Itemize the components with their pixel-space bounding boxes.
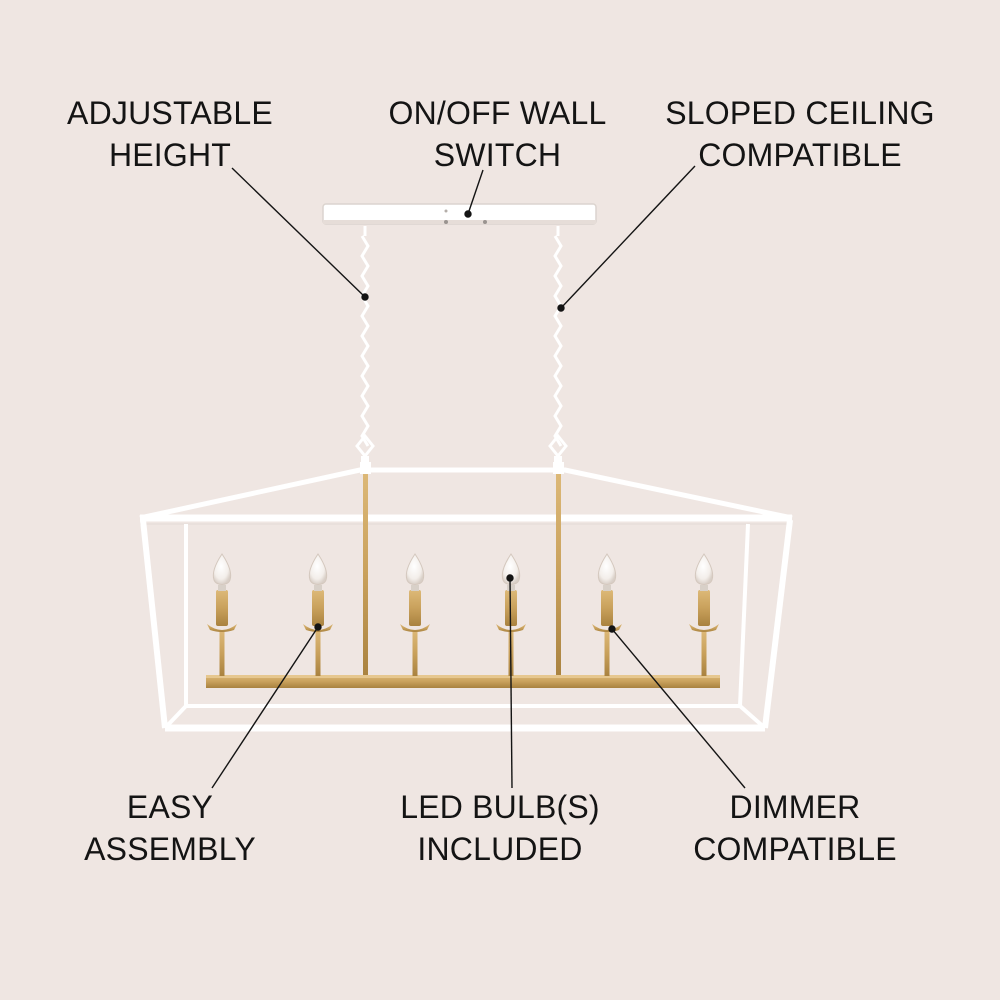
candle-arms [207,553,719,676]
label-line: INCLUDED [417,831,583,867]
leader-easy-assembly [211,626,319,789]
label-line: HEIGHT [108,137,232,173]
candle-5 [592,553,622,676]
ceiling-canopy [322,203,597,225]
label-line: COMPATIBLE [693,831,897,867]
brass-rods [360,462,564,678]
label-line: DIMMER [729,789,861,825]
candle-2 [303,553,333,676]
leader-sloped-ceiling [560,165,696,309]
switch-dot-2 [483,220,487,224]
leader-dimmer [611,628,746,789]
label-line: EASY [126,789,214,825]
label-adjustable-height: ADJUSTABLE HEIGHT [40,92,300,176]
left-chain [355,226,375,470]
candle-6 [689,553,719,676]
label-dimmer-compatible: DIMMER COMPATIBLE [660,786,930,870]
candle-bulb-icon [405,553,425,585]
label-line: COMPATIBLE [698,137,902,173]
candle-1 [207,553,237,676]
label-line: SLOPED CEILING [665,95,935,131]
brass-bar [206,675,720,688]
lantern-frame [139,467,793,732]
label-line: SWITCH [433,137,562,173]
candle-3 [400,553,430,676]
label-wall-switch: ON/OFF WALL SWITCH [360,92,635,176]
right-chain [548,226,568,470]
label-line: ON/OFF WALL [388,95,607,131]
leader-led-bulbs [509,577,513,789]
candle-bulb-icon [694,553,714,585]
callout-lines [211,165,746,789]
switch-dot-1 [444,220,448,224]
label-line: LED BULB(S) [400,789,600,825]
label-sloped-ceiling: SLOPED CEILING COMPATIBLE [640,92,960,176]
candle-bulb-icon [308,553,328,585]
label-line: ASSEMBLY [84,831,256,867]
label-led-bulbs: LED BULB(S) INCLUDED [370,786,630,870]
label-line: ADJUSTABLE [67,95,273,131]
leader-adjustable-height [231,167,366,298]
label-easy-assembly: EASY ASSEMBLY [60,786,280,870]
leader-wall-switch [467,169,484,215]
candle-bulb-icon [212,553,232,585]
switch-dot-3 [444,209,448,213]
candle-bulb-icon [597,553,617,585]
